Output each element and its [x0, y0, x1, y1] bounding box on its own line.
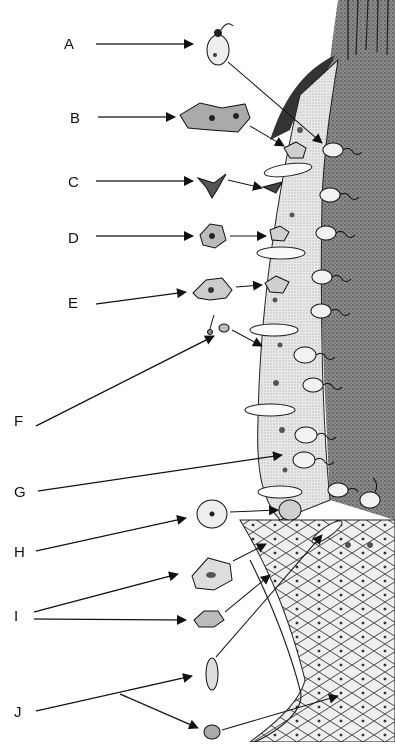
label-I: I	[14, 544, 270, 625]
label-H-text: H	[14, 544, 25, 561]
label-G-text: G	[14, 484, 26, 501]
label-B-text: B	[70, 110, 80, 127]
label-H: H	[14, 510, 278, 561]
label-E: E	[68, 285, 262, 312]
label-E-text: E	[68, 295, 78, 312]
cell-I-lower	[194, 611, 224, 627]
label-F: F	[14, 330, 262, 430]
cell-A	[207, 24, 233, 65]
cell-B	[180, 103, 250, 132]
label-D-text: D	[68, 230, 79, 247]
connective-tissue	[240, 520, 395, 742]
cell-C	[198, 174, 226, 198]
cell-E	[193, 278, 232, 300]
label-J-text: J	[14, 704, 22, 721]
cell-J-lower	[204, 725, 220, 739]
label-C: C	[68, 174, 262, 191]
label-C-text: C	[68, 174, 79, 191]
cell-I-upper	[192, 558, 232, 590]
label-G: G	[14, 455, 282, 501]
cell-D	[200, 224, 226, 248]
cell-F	[208, 315, 230, 335]
cell-H	[197, 500, 227, 528]
label-D: D	[68, 230, 266, 247]
label-F-text: F	[14, 413, 23, 430]
cell-J-upper	[206, 658, 218, 690]
label-B: B	[70, 110, 284, 146]
label-A-text: A	[64, 36, 74, 53]
label-I-text: I	[14, 608, 18, 625]
